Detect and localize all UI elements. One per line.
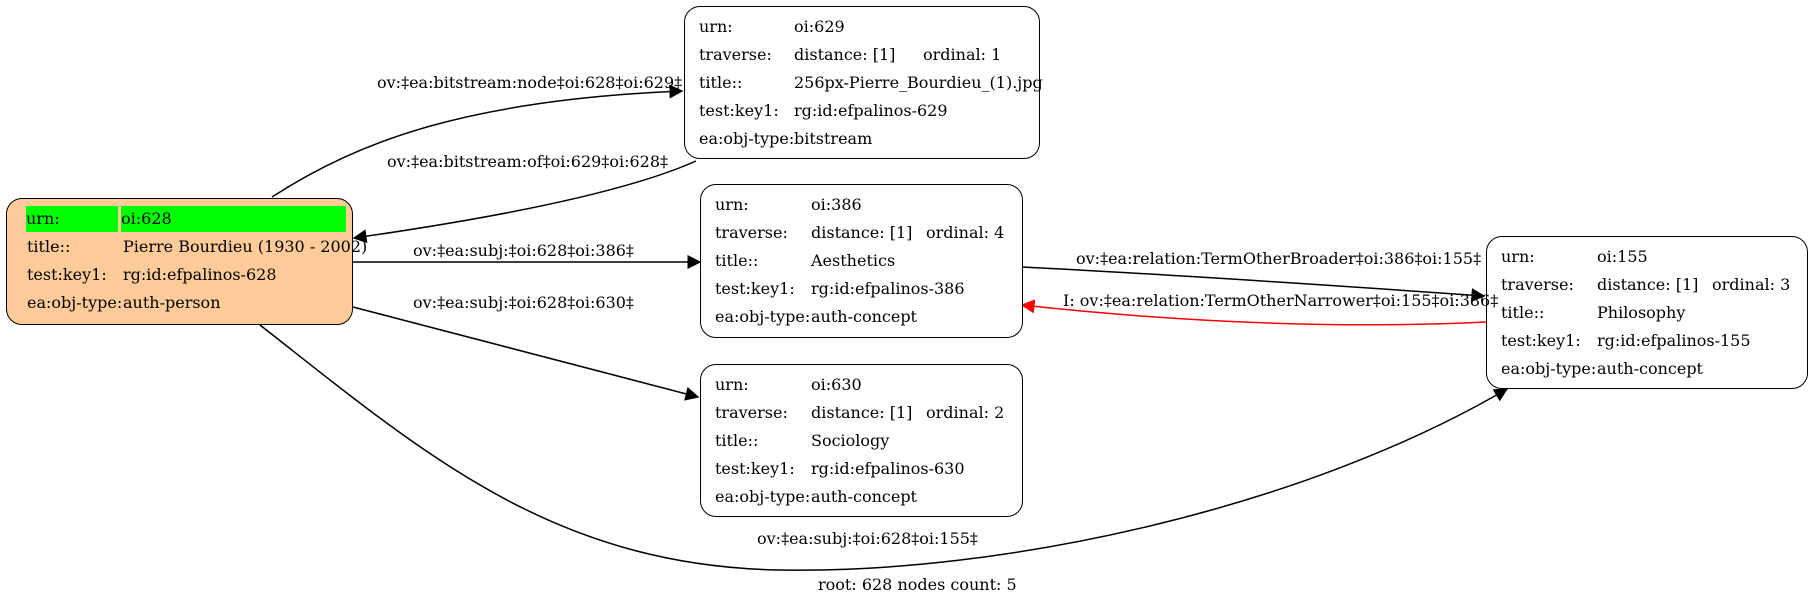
row-ordinal: ordinal: 3 [1712, 275, 1791, 294]
row-value: auth-concept [811, 487, 917, 506]
row-value: distance: [1] [1597, 275, 1699, 294]
row-value: rg:id:efpalinos-628 [123, 265, 277, 284]
row-key: urn: [1501, 247, 1535, 266]
row-key: urn: [699, 17, 733, 36]
row-value: distance: [1] [811, 403, 913, 422]
node-oi-629[interactable]: urn: oi:629 traverse: distance: [1] ordi… [684, 6, 1043, 159]
row-key: test:key1: [27, 265, 107, 284]
edge-label-628-155: ov:‡ea:subj:‡oi:628‡oi:155‡ [757, 529, 978, 548]
row-value: rg:id:efpalinos-629 [794, 101, 948, 120]
row-key: title:: [715, 431, 759, 450]
node-row-traverse: traverse: distance: [1] ordinal: 3 [1501, 272, 1790, 298]
row-value: bitstream [794, 129, 873, 148]
edge-628-629 [271, 84, 684, 198]
node-row-urn: urn: oi:386 [715, 192, 862, 218]
edge-label-628-630: ov:‡ea:subj:‡oi:628‡oi:630‡ [413, 293, 634, 312]
edge-label-386-155: ov:‡ea:relation:TermOtherBroader‡oi:386‡… [1076, 249, 1482, 268]
edge-label-628-629: ov:‡ea:bitstream:node‡oi:628‡oi:629‡ [377, 73, 683, 92]
row-value: rg:id:efpalinos-155 [1597, 331, 1751, 350]
edge-label-629-628: ov:‡ea:bitstream:of‡oi:629‡oi:628‡ [387, 152, 669, 171]
edge-628-630 [352, 306, 700, 401]
row-key: title:: [699, 73, 743, 92]
node-row-urn: urn: oi:630 [715, 372, 862, 398]
node-row-title: title:: Sociology [715, 428, 889, 454]
row-value: auth-concept [1597, 359, 1703, 378]
row-value: oi:630 [811, 375, 862, 394]
node-row-obj-type: ea:obj-type: auth-concept [715, 304, 917, 330]
row-key: urn: [715, 195, 749, 214]
node-row-obj-type: ea:obj-type: bitstream [699, 126, 872, 152]
node-row-title: title:: Aesthetics [715, 248, 895, 274]
row-key: test:key1: [699, 101, 779, 120]
row-key: ea:obj-type: [27, 293, 123, 312]
node-row-test-key: test:key1: rg:id:efpalinos-386 [715, 276, 965, 302]
row-value: oi:155 [1597, 247, 1648, 266]
row-value: auth-person [123, 293, 221, 312]
node-row-traverse: traverse: distance: [1] ordinal: 4 [715, 220, 1004, 246]
edge-155-386 [1020, 299, 1487, 326]
row-value: Sociology [811, 431, 890, 450]
row-key: ea:obj-type: [715, 487, 811, 506]
edge-628-155 [259, 324, 1509, 571]
edge-label-155-386: I: ov:‡ea:relation:TermOtherNarrower‡oi:… [1063, 291, 1499, 310]
row-key: traverse: [699, 45, 772, 64]
row-value: Philosophy [1597, 303, 1686, 322]
row-value: distance: [1] [811, 223, 913, 242]
row-key: ea:obj-type: [1501, 359, 1597, 378]
row-ordinal: ordinal: 4 [926, 223, 1005, 242]
row-key: test:key1: [715, 459, 795, 478]
node-oi-386[interactable]: urn: oi:386 traverse: distance: [1] ordi… [700, 184, 1023, 338]
node-row-title: title:: Philosophy [1501, 300, 1685, 326]
row-value: rg:id:efpalinos-386 [811, 279, 965, 298]
row-key: title:: [715, 251, 759, 270]
node-row-test-key: test:key1: rg:id:efpalinos-629 [699, 98, 948, 124]
row-key: traverse: [1501, 275, 1574, 294]
row-value: rg:id:efpalinos-630 [811, 459, 965, 478]
row-key: title:: [27, 237, 71, 256]
node-row-test-key: test:key1: rg:id:efpalinos-155 [1501, 328, 1751, 354]
node-oi-630[interactable]: urn: oi:630 traverse: distance: [1] ordi… [700, 364, 1023, 517]
row-value: distance: [1] [794, 45, 896, 64]
row-key: test:key1: [715, 279, 795, 298]
row-key: traverse: [715, 223, 788, 242]
node-row-title: title:: 256px-Pierre_Bourdieu_(1).jpg [699, 70, 1043, 96]
row-value: auth-concept [811, 307, 917, 326]
row-value: oi:629 [794, 17, 845, 36]
node-row-obj-type: ea:obj-type: auth-concept [715, 484, 917, 510]
node-row-test-key: test:key1: rg:id:efpalinos-630 [715, 456, 965, 482]
node-row-traverse: traverse: distance: [1] ordinal: 2 [715, 400, 1004, 426]
row-value: 256px-Pierre_Bourdieu_(1).jpg [794, 73, 1043, 92]
row-ordinal: ordinal: 1 [923, 45, 1002, 64]
node-row-urn: urn: oi:629 [699, 14, 845, 40]
edge-386-155 [1021, 266, 1486, 303]
node-oi-628[interactable]: urn: oi:628 title:: Pierre Bourdieu (193… [6, 198, 367, 325]
edge-label-628-386: ov:‡ea:subj:‡oi:628‡oi:386‡ [413, 241, 634, 260]
row-key: ea:obj-type: [699, 129, 795, 148]
row-key: title:: [1501, 303, 1545, 322]
node-row-obj-type: ea:obj-type: auth-concept [1501, 356, 1703, 382]
row-key: ea:obj-type: [715, 307, 811, 326]
node-row-urn: urn: oi:155 [1501, 244, 1648, 270]
graph-footer: root: 628 nodes count: 5 [818, 575, 1017, 594]
row-key: traverse: [715, 403, 788, 422]
edge-629-628 [352, 160, 697, 244]
row-value: Aesthetics [811, 251, 896, 270]
row-ordinal: ordinal: 2 [926, 403, 1005, 422]
row-key: urn: [26, 206, 118, 232]
node-oi-155[interactable]: urn: oi:155 traverse: distance: [1] ordi… [1486, 236, 1808, 389]
row-key: urn: [715, 375, 749, 394]
node-row-traverse: traverse: distance: [1] ordinal: 1 [699, 42, 1001, 68]
row-value: Pierre Bourdieu (1930 - 2002) [123, 237, 368, 256]
row-key: test:key1: [1501, 331, 1581, 350]
row-value: oi:386 [811, 195, 862, 214]
row-value: oi:628 [121, 206, 346, 232]
